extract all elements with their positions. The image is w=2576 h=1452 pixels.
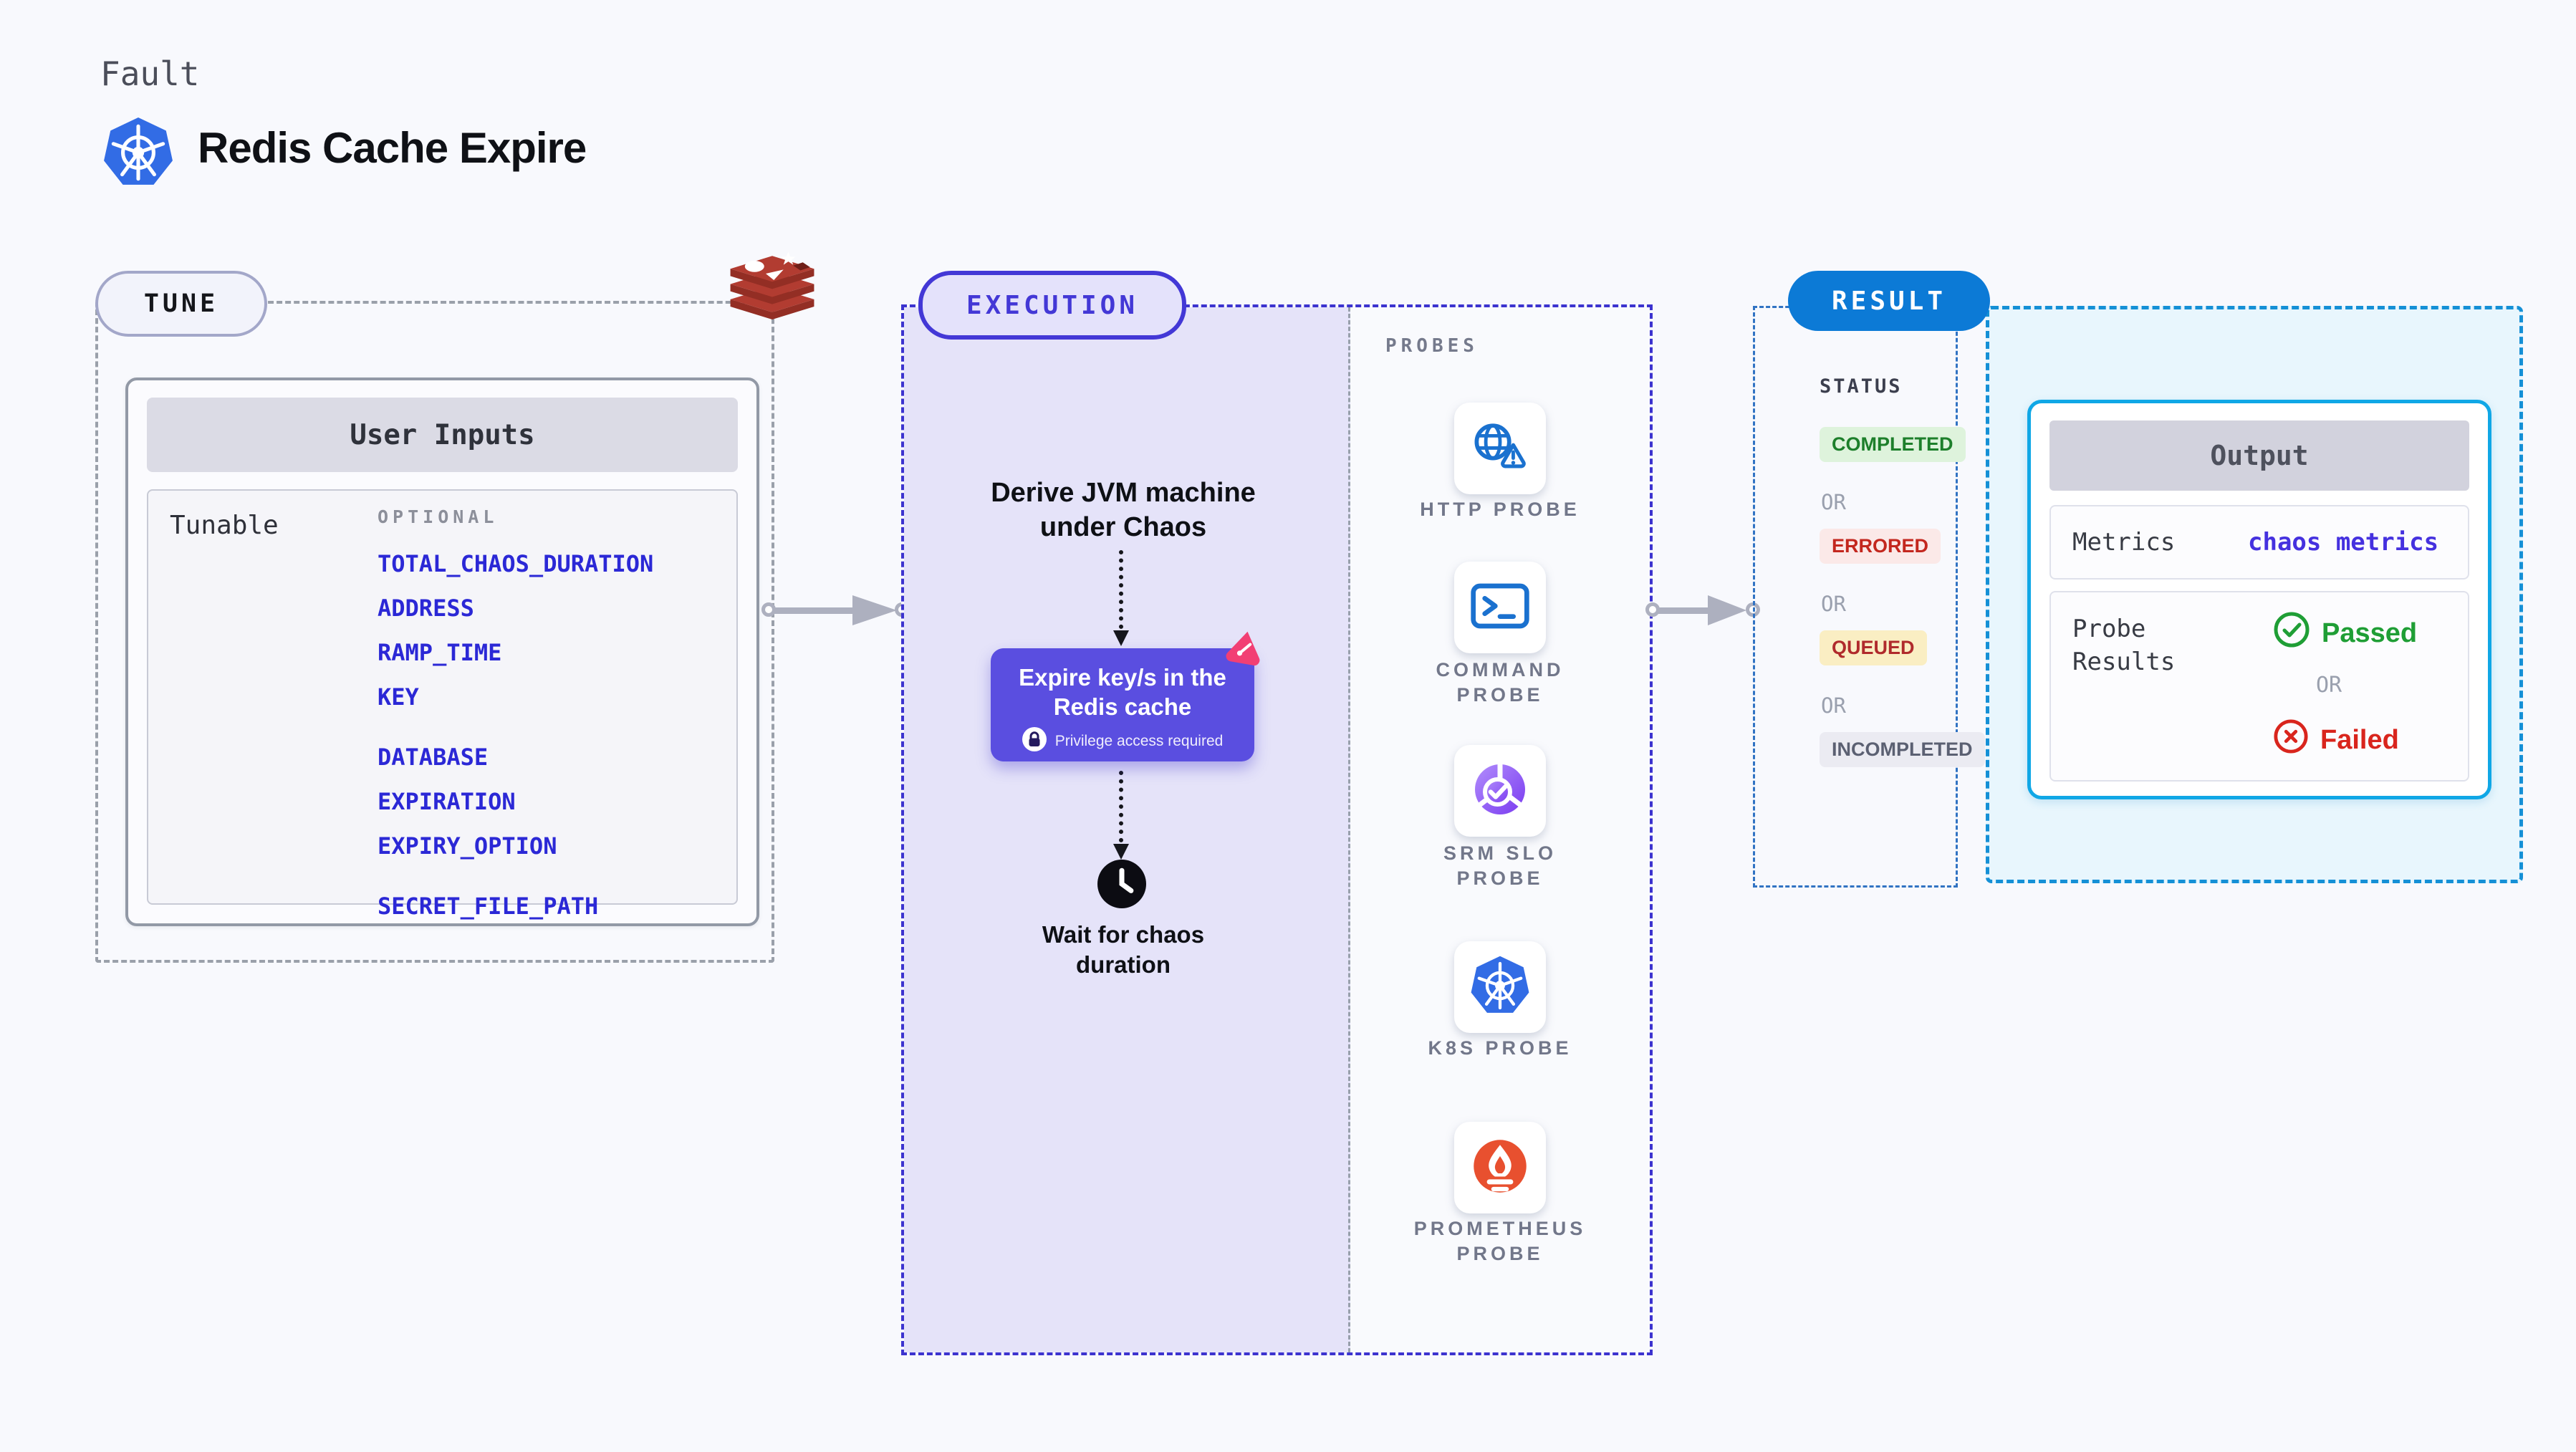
probe-label-srm-slo: SRM SLO PROBE [1443, 842, 1557, 889]
probe-card-http [1454, 403, 1546, 494]
status-badge-errored: ERRORED [1820, 529, 1941, 564]
probe-results-label: Probe Results [2072, 615, 2176, 676]
metrics-row: Metrics chaos metrics [2049, 505, 2469, 580]
param-expiry-option: EXPIRY_OPTION [378, 832, 557, 860]
probe-card-k8s [1454, 941, 1546, 1033]
slo-gauge-icon [1470, 759, 1530, 823]
param-secret-file-path: SECRET_FILE_PATH [378, 893, 599, 920]
or-label: OR [1821, 693, 1846, 718]
globe-alert-icon [1469, 420, 1532, 478]
dotted-arrowhead-icon [1113, 630, 1129, 646]
probe-card-prometheus [1454, 1122, 1546, 1213]
status-badge-incompleted: INCOMPLETED [1820, 732, 1985, 767]
param-expiration: EXPIRATION [378, 788, 516, 815]
output-card-title: Output [2049, 420, 2469, 491]
prometheus-icon [1470, 1136, 1530, 1200]
param-key: KEY [378, 683, 419, 711]
failed-label: Failed [2320, 724, 2399, 755]
clock-icon [1097, 860, 1146, 912]
verdict-failed: Failed [2273, 718, 2399, 761]
probe-card-command [1454, 562, 1546, 653]
privilege-badge-label: Privilege access required [1054, 732, 1224, 749]
litmus-chaos-icon [1221, 626, 1267, 674]
probe-label-prometheus: PROMETHEUS PROBE [1413, 1218, 1587, 1264]
dotted-arrowhead-icon [1113, 844, 1129, 860]
verdict-passed: Passed [2273, 611, 2417, 655]
execution-flow-area [904, 307, 1350, 1352]
tune-section-box [95, 301, 774, 963]
probe-card-srm-slo [1454, 745, 1546, 837]
or-label: OR [1821, 490, 1846, 514]
user-inputs-card: User Inputs Tunable OPTIONAL TOTAL_CHAOS… [125, 378, 759, 926]
passed-label: Passed [2322, 617, 2418, 648]
or-label: OR [2316, 673, 2342, 698]
kubernetes-icon [1469, 955, 1531, 1020]
probe-results-row: Probe Results Passed OR [2049, 591, 2469, 782]
status-badge-queued: QUEUED [1820, 630, 1927, 665]
execution-step-derive: Derive JVM machine under Chaos [991, 478, 1256, 542]
optional-label: OPTIONAL [378, 506, 499, 527]
x-circle-icon [2273, 718, 2309, 761]
redis-icon [724, 248, 821, 336]
user-inputs-title: User Inputs [147, 398, 738, 472]
param-ramp-time: RAMP_TIME [378, 639, 502, 666]
probes-panel-label: PROBES [1385, 335, 1479, 357]
probe-label-http: HTTP PROBE [1420, 499, 1580, 520]
arrow-execution-to-result [1645, 595, 1761, 625]
probe-label-command: COMMAND PROBE [1436, 659, 1565, 706]
param-group: TOTAL_CHAOS_DURATION ADDRESS RAMP_TIME K… [378, 550, 653, 711]
or-label: OR [1821, 592, 1846, 616]
param-database: DATABASE [378, 744, 489, 771]
status-label: STATUS [1820, 375, 1903, 398]
execution-badge: EXECUTION [918, 271, 1186, 340]
metrics-value: chaos metrics [2248, 528, 2439, 557]
kubernetes-icon [102, 115, 175, 194]
execution-step-wait: Wait for chaos duration [1042, 921, 1205, 978]
chaos-node-title: Expire key/s in the Redis cache [1019, 664, 1226, 720]
dotted-connector [1119, 550, 1123, 629]
result-badge: RESULT [1788, 271, 1990, 331]
param-group: SECRET_FILE_PATH [378, 893, 653, 920]
check-circle-icon [2273, 611, 2310, 655]
user-inputs-body: Tunable OPTIONAL TOTAL_CHAOS_DURATION AD… [147, 489, 738, 920]
lock-icon [1022, 727, 1047, 755]
terminal-icon [1469, 580, 1531, 635]
fault-kicker: Fault [100, 54, 200, 93]
dotted-connector [1119, 771, 1123, 842]
param-group: DATABASE EXPIRATION EXPIRY_OPTION [378, 744, 653, 860]
metrics-label: Metrics [2072, 528, 2176, 557]
tunable-label: Tunable [170, 511, 279, 540]
page-title: Redis Cache Expire [198, 124, 587, 172]
tune-badge: TUNE [95, 271, 267, 337]
param-address: ADDRESS [378, 595, 474, 622]
status-badge-completed: COMPLETED [1820, 427, 1966, 462]
output-card: Output Metrics chaos metrics Probe Resul… [2027, 400, 2491, 799]
param-total-chaos-duration: TOTAL_CHAOS_DURATION [378, 550, 654, 577]
arrow-tune-to-execution [761, 595, 910, 625]
probe-label-k8s: K8S PROBE [1428, 1037, 1572, 1059]
chaos-action-node: Expire key/s in the Redis cache Privileg… [991, 648, 1254, 761]
